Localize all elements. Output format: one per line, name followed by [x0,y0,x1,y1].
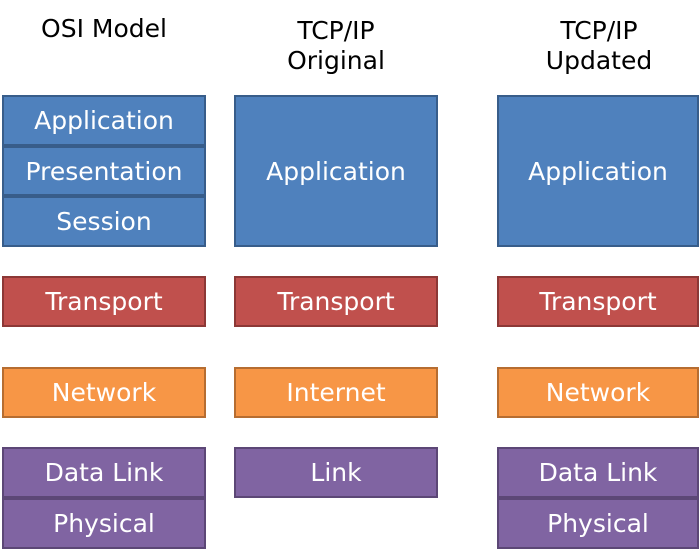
tcpip-updated-layer-application: Application [497,95,699,247]
tcpip-updated-layer-network: Network [497,367,699,418]
tcpip-original-layer-link: Link [234,447,438,498]
tcpip-updated-header: TCP/IP Updated [545,16,653,75]
osi-layer-presentation: Presentation [2,146,206,196]
tcpip-updated-layer-physical: Physical [497,498,699,549]
tcpip-original-header: TCP/IP Original [287,16,385,75]
tcpip-updated-layer-transport: Transport [497,276,699,327]
tcpip-original-layer-application: Application [234,95,438,247]
tcpip-updated-layer-data-link: Data Link [497,447,699,498]
tcpip-original-layer-internet: Internet [234,367,438,418]
osi-layer-data-link: Data Link [2,447,206,498]
tcpip-original-layer-transport: Transport [234,276,438,327]
osi-layer-session: Session [2,196,206,247]
osi-layer-application: Application [2,95,206,146]
osi-layer-network: Network [2,367,206,418]
osi-model-header: OSI Model [41,14,167,43]
osi-layer-transport: Transport [2,276,206,327]
osi-layer-physical: Physical [2,498,206,549]
